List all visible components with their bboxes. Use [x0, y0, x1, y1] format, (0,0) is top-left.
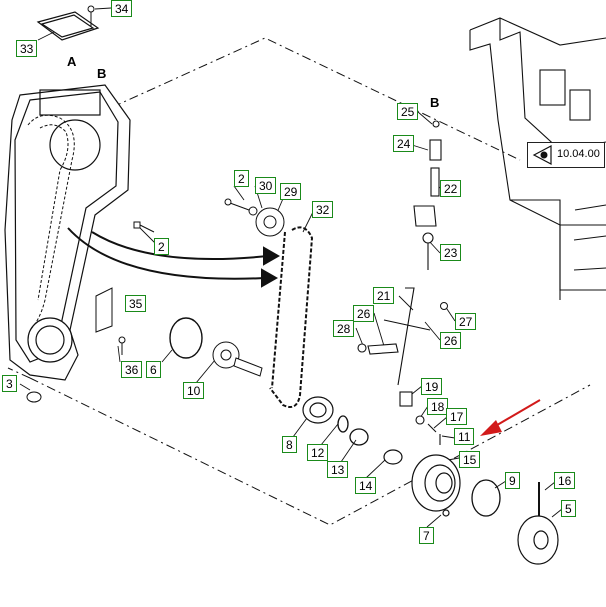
callout-22[interactable]: 22: [440, 180, 462, 197]
foot-3: [26, 391, 42, 403]
callout-33[interactable]: 33: [16, 40, 38, 57]
view-label-b: B: [97, 66, 107, 81]
shaft-sprocket-10: [212, 341, 263, 377]
nut-27: [440, 302, 448, 310]
callout-26-lower[interactable]: 26: [440, 332, 462, 349]
callout-5[interactable]: 5: [561, 500, 576, 517]
page-reference-box[interactable]: 10.04.00: [527, 142, 605, 168]
callout-32[interactable]: 32: [312, 201, 334, 218]
callout-3[interactable]: 3: [2, 375, 17, 392]
callout-16[interactable]: 16: [554, 472, 576, 489]
callout-10[interactable]: 10: [183, 382, 205, 399]
callout-2-mid[interactable]: 2: [154, 238, 169, 255]
ring-12: [337, 415, 349, 433]
callout-26-upper[interactable]: 26: [353, 305, 375, 322]
callout-34[interactable]: 34: [111, 0, 133, 17]
callout-29[interactable]: 29: [280, 183, 302, 200]
callout-25[interactable]: 25: [397, 103, 419, 120]
housing-chain: [27, 114, 75, 331]
hub-15: [411, 454, 461, 517]
sprocket-29: [224, 198, 285, 237]
callout-15[interactable]: 15: [459, 451, 481, 468]
callout-21[interactable]: 21: [373, 287, 395, 304]
assembly-outline: [7, 37, 591, 526]
view-label-a: A: [67, 54, 77, 69]
circlip-9: [471, 479, 501, 517]
callout-2-top[interactable]: 2: [234, 170, 249, 187]
callout-12[interactable]: 12: [307, 444, 329, 461]
bolt-2: [133, 221, 155, 233]
callout-14[interactable]: 14: [355, 477, 377, 494]
linkage-rod: [357, 120, 442, 445]
roller-chain-32: [269, 226, 314, 408]
highlight-arrow: [480, 399, 541, 436]
machine-frame: [469, 17, 606, 300]
callout-30[interactable]: 30: [255, 177, 277, 194]
callout-27[interactable]: 27: [455, 313, 477, 330]
ring-14: [383, 449, 403, 465]
callout-11[interactable]: 11: [454, 428, 475, 445]
o-ring-6: [169, 317, 203, 359]
callout-19[interactable]: 19: [421, 378, 443, 395]
callout-8[interactable]: 8: [282, 436, 297, 453]
callout-36[interactable]: 36: [121, 361, 143, 378]
callout-6[interactable]: 6: [146, 361, 161, 378]
callout-28[interactable]: 28: [333, 320, 355, 337]
gasket-35: [95, 287, 126, 355]
callout-23[interactable]: 23: [440, 244, 462, 261]
bolt-34: [87, 5, 95, 26]
eye-view-icon: [532, 145, 552, 165]
callout-35[interactable]: 35: [125, 295, 147, 312]
pulley-5: [517, 515, 559, 565]
callout-17[interactable]: 17: [446, 408, 468, 425]
callout-13[interactable]: 13: [327, 461, 349, 478]
callout-9[interactable]: 9: [505, 472, 520, 489]
ring-13: [349, 428, 369, 446]
bearing-8: [302, 396, 334, 424]
view-label-b-right: B: [430, 95, 440, 110]
callout-18[interactable]: 18: [427, 398, 449, 415]
callout-7[interactable]: 7: [419, 527, 434, 544]
transfer-arrows: [67, 227, 281, 288]
chain-housing: [4, 84, 131, 381]
page-reference-text: 10.04.00: [557, 148, 600, 160]
callout-24[interactable]: 24: [393, 135, 415, 152]
